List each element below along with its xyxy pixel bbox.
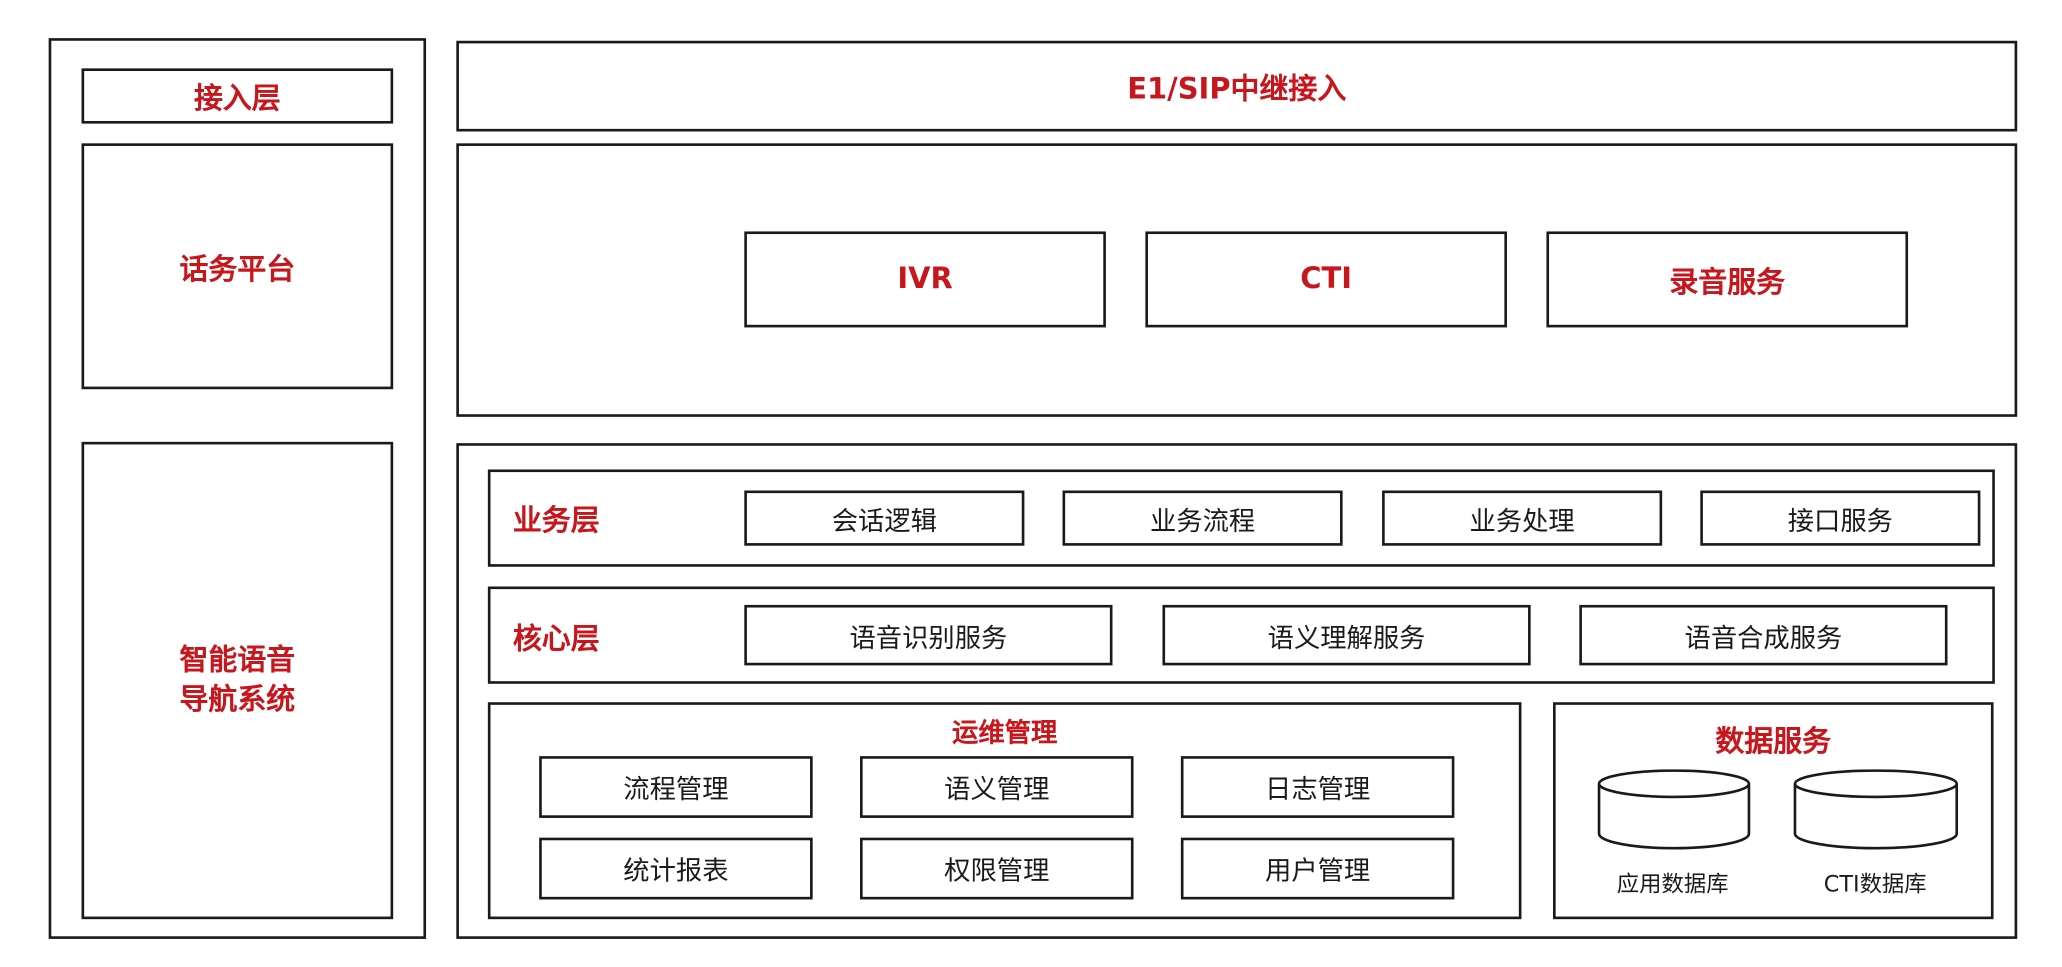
business-item-session-logic: 会话逻辑 [744, 490, 1025, 546]
business-item-interface: 接口服务 [1700, 490, 1981, 546]
voice-nav-line-1: 智能语音 [179, 644, 296, 677]
ops-item-user-mgmt: 用户管理 [1180, 837, 1455, 900]
cti-module: CTI [1145, 231, 1507, 328]
core-item-nlu: 语义理解服务 [1162, 604, 1531, 666]
ops-item-statistics: 统计报表 [539, 837, 813, 900]
ops-item-process-mgmt: 流程管理 [539, 756, 813, 818]
access-layer-label: 接入层 [81, 68, 394, 124]
cti-database-icon [1793, 769, 1959, 850]
app-database-label: 应用数据库 [1616, 871, 1729, 899]
cti-database-label: CTI数据库 [1823, 871, 1927, 899]
ops-item-permission-mgmt: 权限管理 [860, 837, 1134, 900]
recording-module: 录音服务 [1546, 231, 1909, 328]
business-item-process: 业务流程 [1062, 490, 1343, 546]
business-item-handling: 业务处理 [1382, 490, 1663, 546]
core-layer-title: 核心层 [512, 623, 600, 657]
core-item-asr: 语音识别服务 [744, 604, 1113, 666]
core-item-tts: 语音合成服务 [1579, 604, 1948, 666]
ops-item-semantic-mgmt: 语义管理 [860, 756, 1134, 818]
data-services-title: 数据服务 [1715, 725, 1832, 759]
voice-nav-line-2: 导航系统 [179, 683, 296, 717]
ivr-module: IVR [744, 231, 1106, 328]
ops-management-title: 运维管理 [952, 716, 1058, 749]
app-database-icon [1597, 769, 1751, 850]
voice-nav-system-label: 智能语音 导航系统 [81, 441, 394, 920]
trunk-access-box: E1/SIP中继接入 [456, 40, 2018, 132]
business-layer-title: 业务层 [512, 504, 600, 538]
call-platform-label: 话务平台 [81, 143, 394, 390]
ops-item-log-mgmt: 日志管理 [1180, 756, 1455, 818]
